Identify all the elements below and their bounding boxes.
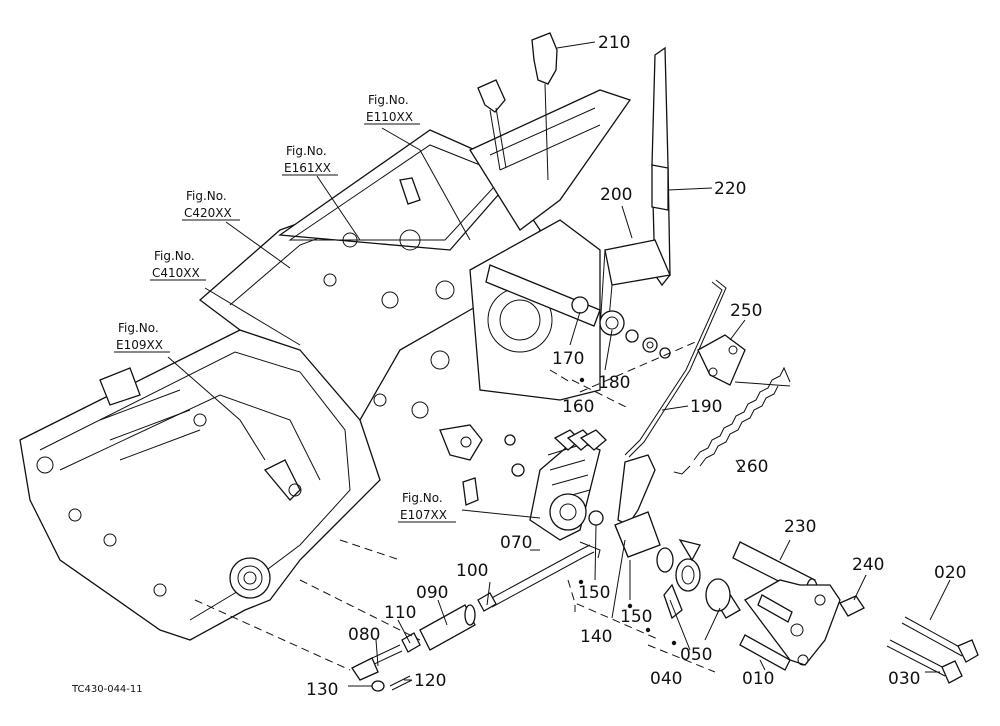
callout-010: 010	[742, 669, 774, 689]
callout-080: 080	[348, 625, 380, 645]
diagram-code: TC430-044-11	[71, 684, 143, 695]
callout-090: 090	[416, 583, 448, 603]
lever-220	[599, 46, 671, 331]
bracket-010	[739, 579, 841, 671]
callout-070: 070	[500, 533, 532, 553]
svg-text:E107XX: E107XX	[400, 508, 447, 522]
svg-text:Fig.No.: Fig.No.	[154, 249, 195, 263]
callout-050: 050	[680, 645, 712, 665]
bracket-250	[697, 334, 746, 386]
callout-180: 180	[598, 373, 630, 393]
lever-140	[588, 454, 661, 558]
fig-ref-c410xx: Fig.No. C410XX	[150, 249, 206, 281]
spring-260	[673, 366, 791, 475]
shaft-assembly-160	[485, 264, 671, 359]
callout-100: 100	[456, 561, 488, 581]
callout-160: 160	[562, 397, 594, 417]
callout-260: 260	[736, 457, 768, 477]
callout-240: 240	[852, 555, 884, 575]
callout-110: 110	[384, 603, 416, 623]
fig-ref-e110xx: Fig.No. E110XX	[364, 93, 420, 125]
callout-150b: 150	[620, 607, 652, 627]
svg-text:C410XX: C410XX	[152, 266, 200, 280]
callout-020: 020	[934, 563, 966, 583]
transmission-housing	[19, 79, 632, 641]
bushing-set	[656, 538, 741, 620]
fig-ref-c420xx: Fig.No. C420XX	[182, 189, 240, 221]
pedal-lever-stack	[529, 429, 607, 541]
callout-230: 230	[784, 517, 816, 537]
pin-120	[389, 675, 413, 691]
callout-200: 200	[600, 185, 632, 205]
reference-dots	[578, 377, 677, 646]
washer-130	[371, 680, 385, 692]
bolt-020	[901, 616, 979, 663]
callout-220: 220	[714, 179, 746, 199]
callout-190: 190	[690, 397, 722, 417]
callout-030: 030	[888, 669, 920, 689]
callout-labels: 210 220 200 250 170 180 160 190 260 230 …	[306, 33, 966, 700]
fig-ref-e161xx: Fig.No. E161XX	[282, 144, 338, 176]
callout-170: 170	[552, 349, 584, 369]
rod-190	[624, 279, 727, 458]
callout-250: 250	[730, 301, 762, 321]
rod-070	[487, 541, 601, 608]
callout-140: 140	[580, 627, 612, 647]
assembly-brackets	[194, 339, 716, 673]
bolt-240	[839, 595, 865, 617]
lever-knob-210	[531, 32, 558, 181]
svg-text:Fig.No.: Fig.No.	[286, 144, 327, 158]
svg-text:Fig.No.: Fig.No.	[118, 321, 159, 335]
svg-text:E109XX: E109XX	[116, 338, 163, 352]
bolt-030	[886, 639, 963, 684]
callout-150a: 150	[578, 583, 610, 603]
fig-ref-e109xx: Fig.No. E109XX	[114, 321, 170, 353]
sleeve-090	[419, 604, 476, 651]
svg-text:E161XX: E161XX	[284, 161, 331, 175]
leader-lines	[167, 41, 951, 687]
fig-ref-e107xx: Fig.No. E107XX	[398, 491, 456, 523]
lever-arm-left	[439, 424, 525, 506]
clevis-080	[351, 644, 403, 681]
callout-040: 040	[650, 669, 682, 689]
svg-text:Fig.No.: Fig.No.	[186, 189, 227, 203]
svg-text:Fig.No.: Fig.No.	[368, 93, 409, 107]
callout-210: 210	[598, 33, 630, 53]
svg-text:C420XX: C420XX	[184, 206, 232, 220]
callout-130: 130	[306, 680, 338, 700]
svg-text:E110XX: E110XX	[366, 110, 413, 124]
callout-120: 120	[414, 671, 446, 691]
svg-text:Fig.No.: Fig.No.	[402, 491, 443, 505]
